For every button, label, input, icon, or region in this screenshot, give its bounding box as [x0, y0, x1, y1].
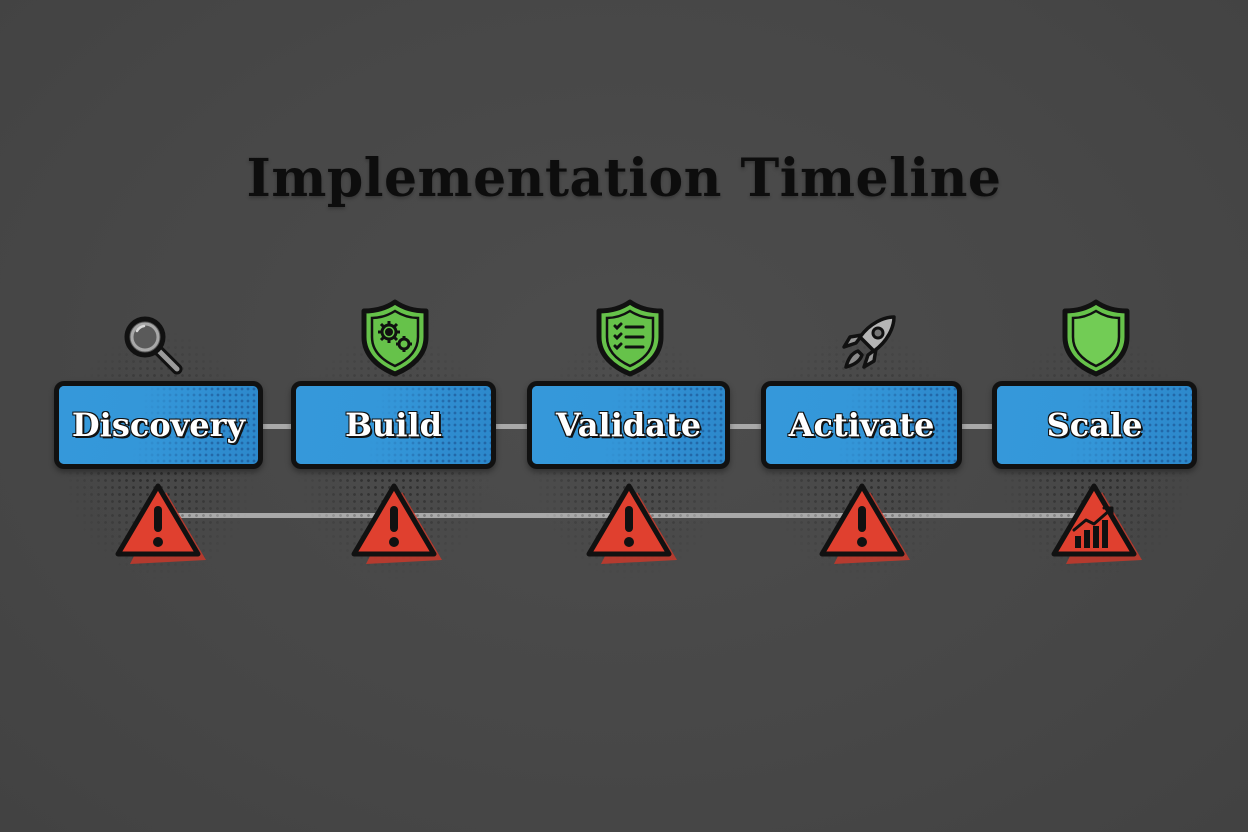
stage-label: Validate — [555, 405, 702, 445]
stage-build[interactable]: Build — [291, 381, 496, 469]
stage-label: Activate — [788, 405, 935, 445]
rocket-icon — [836, 313, 900, 375]
warning-triangle-icon — [818, 480, 914, 568]
growth-chart-triangle-icon — [1050, 480, 1146, 568]
warning-triangle-icon — [114, 480, 210, 568]
stage-discovery[interactable]: Discovery — [54, 381, 263, 469]
stage-label: Discovery — [71, 405, 246, 445]
shield-icon — [1061, 299, 1131, 377]
stage-label: Scale — [1046, 405, 1143, 445]
shield-gears-icon — [360, 299, 430, 377]
warning-triangle-icon — [350, 480, 446, 568]
warning-triangle-icon — [585, 480, 681, 568]
stage-activate[interactable]: Activate — [761, 381, 962, 469]
stage-label: Build — [344, 405, 443, 445]
magnifying-glass-icon — [122, 314, 184, 376]
stage-scale[interactable]: Scale — [992, 381, 1197, 469]
stage-validate[interactable]: Validate — [527, 381, 730, 469]
shield-checklist-icon — [595, 299, 665, 377]
diagram-title: Implementation Timeline — [246, 148, 1002, 209]
